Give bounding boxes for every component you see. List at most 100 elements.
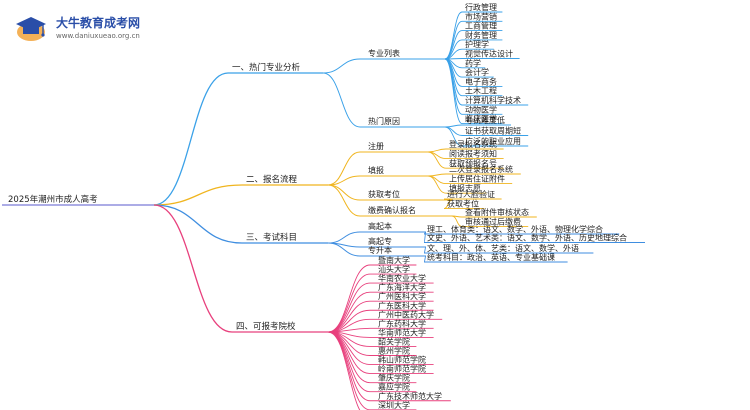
leaf-label: 考试难度低	[465, 115, 505, 125]
leaf-label: 理工、体育类：语文、数学、外语、物理化学综合	[427, 224, 603, 234]
leaf-label: 动物医学	[465, 104, 497, 114]
leaf-label: 电子商务	[465, 76, 497, 86]
college-label: 广东药科大学	[378, 318, 426, 328]
root-branch-link	[153, 184, 243, 206]
sub-branch-link	[327, 242, 361, 257]
leaf-label: 登录报名系统	[449, 139, 497, 149]
leaf-label: 计算机科学技术	[465, 95, 521, 105]
leaf-label: 临床医学	[465, 114, 497, 124]
logo-title: 大牛教育成考网	[56, 16, 141, 30]
sub-branch-label: 注册	[368, 141, 384, 151]
sub-branch-label: 专升本	[368, 245, 392, 255]
leaf-label: 药学	[465, 58, 481, 68]
graduation-cap-icon	[16, 17, 46, 41]
logo-url: www.daniuxueao.org.cn	[56, 32, 140, 40]
leaf-link	[444, 126, 463, 136]
college-label: 岭南师范学院	[378, 364, 426, 374]
leaf-link	[451, 215, 463, 228]
leaf-link	[427, 173, 447, 177]
leaf-label: 市场营销	[465, 11, 497, 21]
sub-branch-link	[322, 58, 361, 74]
college-link	[327, 331, 371, 402]
leaf-link	[427, 148, 447, 153]
sub-branch-link	[327, 184, 361, 201]
college-label: 广东技术师范大学	[378, 391, 442, 401]
sub-branch-link	[327, 231, 361, 244]
college-link	[327, 300, 371, 333]
leaf-label: 证书获取周期短	[465, 126, 521, 136]
leaf-link	[444, 124, 463, 128]
leaf-link	[427, 175, 447, 194]
leaf-label: 统考科目：政治、英语、专业基础课	[427, 252, 555, 262]
root-branch-link	[153, 204, 233, 333]
leaf-link	[423, 246, 427, 254]
college-label: 嘉应学院	[378, 382, 410, 392]
leaf-label: 护理学	[465, 39, 489, 49]
college-label: 韩山师范学院	[378, 355, 426, 365]
leaf-label: 获取考位	[447, 199, 479, 209]
college-link	[327, 273, 371, 333]
leaf-label: 文史、外语、艺术类：语文、数学、外语、历史地理综合	[427, 233, 627, 243]
leaf-label: 审核通过后缴费	[465, 217, 521, 227]
college-label: 韶关学院	[378, 336, 410, 346]
leaf-label: 会计学	[465, 67, 489, 77]
leaf-link	[423, 255, 427, 263]
leaf-label: 文、理、外、体、艺类：语文、数学、外语	[427, 243, 579, 253]
sub-branch-label: 缴费确认报名	[368, 205, 416, 215]
leaf-link	[444, 58, 463, 106]
sub-branch-label: 填报	[368, 165, 384, 175]
leaf-label: 视觉传达设计	[465, 49, 513, 59]
sub-branch-label: 高起本	[368, 221, 392, 231]
college-link	[327, 264, 371, 333]
college-label: 暨南大学	[378, 255, 410, 265]
sub-branch-link	[327, 175, 361, 186]
sub-branch-label: 热门原因	[368, 116, 400, 126]
college-link	[327, 331, 361, 410]
leaf-label: 行政管理	[465, 2, 497, 12]
college-label: 广东财经大学	[378, 409, 426, 410]
site-logo: 大牛教育成考网 www.daniuxueao.org.cn	[14, 12, 144, 48]
leaf-link	[444, 126, 463, 147]
leaf-label: 填报志愿	[449, 183, 481, 193]
college-label: 广州中医药大学	[378, 309, 434, 319]
college-label: 华南农业大学	[378, 273, 426, 283]
leaf-label: 土木工程	[465, 86, 497, 96]
leaf-link	[444, 58, 463, 125]
leaf-label: 进行人脸验证	[447, 189, 495, 199]
leaf-label: 查看附件审核状态	[465, 207, 529, 217]
branch-label: 一、热门专业分析	[232, 62, 301, 73]
sub-branch-label: 专业列表	[368, 48, 400, 58]
leaf-label: 财务管理	[465, 30, 497, 40]
leaf-link	[427, 175, 447, 185]
root-topic: 2025年潮州市成人高考	[8, 194, 98, 205]
leaf-label: 上传居住证附件	[449, 174, 505, 184]
root-branch-link	[153, 72, 229, 206]
college-link	[327, 331, 371, 393]
college-link	[327, 282, 371, 333]
leaf-label: 广泛的职业应用	[465, 136, 521, 146]
sub-branch-label: 高起专	[368, 236, 392, 246]
leaf-link	[444, 11, 463, 60]
college-label: 深圳大学	[378, 400, 410, 410]
leaf-label: 工商管理	[465, 21, 497, 31]
branch-label: 四、可报考院校	[236, 321, 296, 332]
college-label: 广东海洋大学	[378, 282, 426, 292]
college-label: 肇庆学院	[378, 373, 410, 383]
leaf-link	[444, 20, 463, 60]
branch-label: 二、报名流程	[246, 174, 298, 185]
college-label: 汕头大学	[378, 264, 410, 274]
leaf-label: 获取预报名号	[449, 158, 497, 168]
leaf-link	[444, 58, 463, 60]
leaf-label: 二次登录报名系统	[449, 164, 513, 174]
college-label: 广东医科大学	[378, 300, 426, 310]
leaf-label: 阅读报考须知	[449, 149, 497, 159]
root-branch-link	[153, 204, 243, 244]
sub-branch-link	[327, 184, 361, 217]
leaf-link	[427, 151, 447, 169]
sub-branch-label: 获取考位	[368, 189, 400, 199]
sub-branch-link	[327, 151, 361, 186]
college-label: 惠州学院	[378, 346, 410, 356]
college-label: 华南师范大学	[378, 327, 426, 337]
branch-label: 三、考试科目	[246, 232, 297, 243]
